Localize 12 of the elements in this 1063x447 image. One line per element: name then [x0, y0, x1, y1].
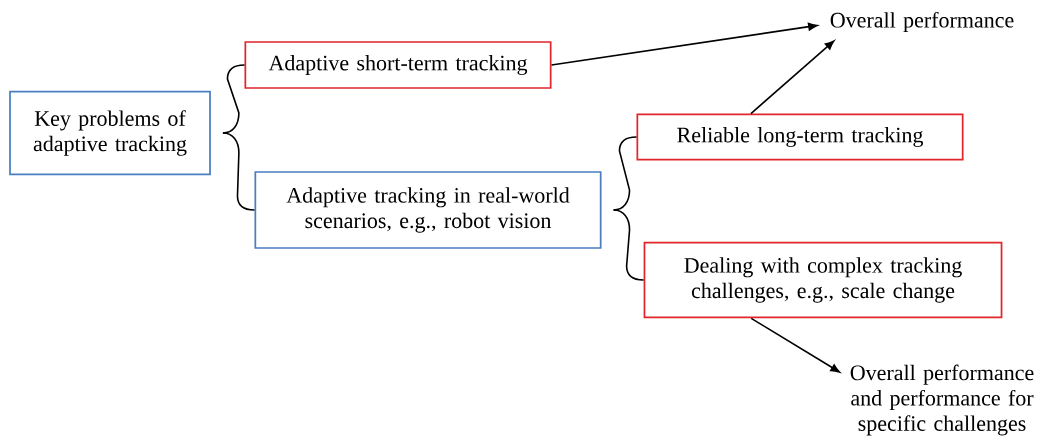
topic-box: Adaptive short-term tracking — [244, 41, 552, 89]
arrow — [550, 22, 818, 66]
topic-box: Reliable long-term tracking — [636, 113, 964, 161]
topic-box: Dealing with complex tracking challenges, e.g., scale change — [643, 241, 1003, 319]
topic-box: Key problems of adaptive tracking — [9, 90, 211, 176]
arrow — [750, 317, 841, 373]
result-text: Overall performance — [830, 11, 1014, 33]
arrow — [750, 40, 835, 115]
brace — [612, 209, 645, 281]
topic-box: Adaptive tracking in real-world scenarios, e.g., robot vision — [254, 171, 602, 249]
result-text: Overall performance and performance for specific challenges — [850, 364, 1034, 436]
brace — [222, 132, 256, 211]
